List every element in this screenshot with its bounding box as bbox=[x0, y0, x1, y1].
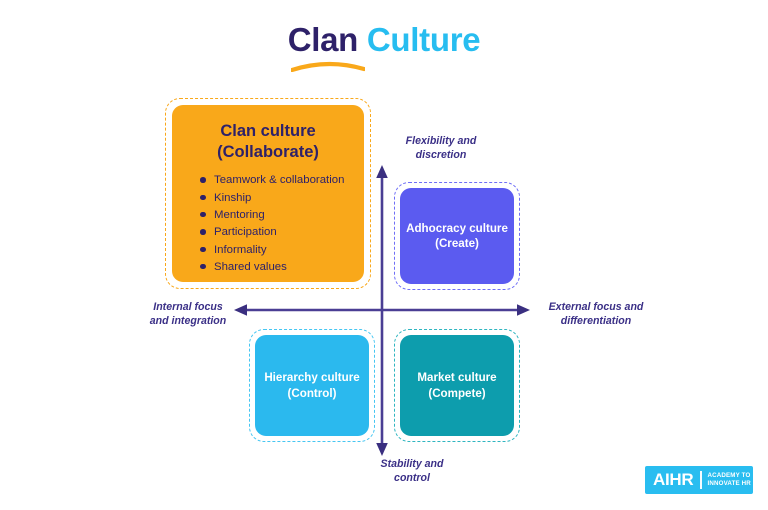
list-item: Teamwork & collaboration bbox=[200, 172, 344, 189]
adhocracy-culture-dashed-outline bbox=[394, 182, 520, 290]
axis-label-stability-and-control: Stability and control bbox=[352, 458, 472, 486]
title-underline-swoosh bbox=[290, 61, 365, 72]
bullet-dot-icon bbox=[200, 263, 206, 270]
market-culture-title-line2: (Compete) bbox=[428, 386, 486, 400]
list-item: Shared values bbox=[200, 259, 344, 276]
quadrant-market-culture[interactable]: Market culture (Compete) bbox=[400, 335, 514, 436]
axis-label-stability-line1: Stability and bbox=[380, 458, 444, 470]
aihr-logo: AIHR ACADEMY TO INNOVATE HR bbox=[645, 466, 753, 494]
list-item: Informality bbox=[200, 242, 344, 259]
page-title: Clan Culture bbox=[0, 21, 768, 72]
clan-culture-dashed-outline bbox=[165, 98, 371, 289]
page-title-word-culture: Culture bbox=[358, 21, 481, 58]
list-item: Mentoring bbox=[200, 207, 344, 224]
axis-label-external-line1: External focus and bbox=[548, 301, 644, 313]
axis-label-internal-line2: and integration bbox=[149, 314, 227, 327]
market-culture-dashed-outline bbox=[394, 329, 520, 442]
list-item: Participation bbox=[200, 224, 344, 241]
market-culture-title-line1: Market culture bbox=[417, 371, 497, 385]
aihr-logo-divider bbox=[700, 471, 702, 489]
quadrant-adhocracy-culture[interactable]: Adhocracy culture (Create) bbox=[400, 188, 514, 284]
axis-label-external-line2: differentiation bbox=[560, 314, 632, 327]
adhocracy-culture-label: Adhocracy culture (Create) bbox=[406, 221, 508, 252]
quadrant-hierarchy-culture[interactable]: Hierarchy culture (Control) bbox=[255, 335, 369, 436]
clan-culture-title-line2: (Collaborate) bbox=[217, 143, 319, 162]
bullet-dot-icon bbox=[200, 211, 206, 218]
hierarchy-culture-dashed-outline bbox=[249, 329, 375, 442]
list-item: Kinship bbox=[200, 190, 344, 207]
list-item-label: Participation bbox=[214, 226, 277, 239]
bullet-dot-icon bbox=[200, 229, 206, 235]
aihr-logo-tagline: ACADEMY TO INNOVATE HR bbox=[708, 472, 751, 489]
page-title-word-clan: Clan bbox=[287, 21, 359, 58]
list-item-label: Informality bbox=[214, 243, 267, 256]
hierarchy-culture-title-line2: (Control) bbox=[287, 386, 337, 400]
aihr-logo-tagline-line1: ACADEMY TO bbox=[707, 471, 751, 479]
adhocracy-culture-title-line2: (Create) bbox=[435, 237, 479, 250]
bullet-dot-icon bbox=[200, 194, 206, 201]
list-item-label: Mentoring bbox=[214, 208, 265, 221]
axis-label-stability-line2: control bbox=[394, 471, 430, 484]
hierarchy-culture-title-line1: Hierarchy culture bbox=[264, 371, 360, 385]
axis-label-flexibility-and-discretion: Flexibility and discretion bbox=[381, 135, 501, 163]
bullet-dot-icon bbox=[200, 246, 206, 253]
axis-label-flexibility-line2: discretion bbox=[415, 148, 467, 161]
list-item-label: Teamwork & collaboration bbox=[214, 174, 345, 187]
aihr-logo-mark: AIHR bbox=[653, 470, 694, 489]
axis-label-flexibility-line1: Flexibility and bbox=[405, 135, 477, 147]
quadrant-clan-culture[interactable]: Clan culture (Collaborate) Teamwork & co… bbox=[172, 105, 364, 282]
clan-culture-title-line1: Clan culture bbox=[220, 122, 316, 140]
axis-label-internal-focus: Internal focus and integration bbox=[133, 301, 243, 329]
bullet-dot-icon bbox=[200, 177, 206, 183]
market-culture-label: Market culture (Compete) bbox=[417, 370, 496, 401]
axis-label-internal-line1: Internal focus bbox=[153, 301, 223, 313]
list-item-label: Shared values bbox=[214, 260, 287, 273]
adhocracy-culture-title-line1: Adhocracy culture bbox=[406, 221, 508, 235]
list-item-label: Kinship bbox=[214, 191, 252, 204]
clan-culture-bullet-list: Teamwork & collaboration Kinship Mentori… bbox=[172, 172, 344, 276]
aihr-logo-tagline-line2: INNOVATE HR bbox=[707, 480, 751, 487]
hierarchy-culture-label: Hierarchy culture (Control) bbox=[264, 370, 359, 401]
axis-label-external-focus: External focus and differentiation bbox=[531, 301, 661, 329]
clan-culture-title: Clan culture (Collaborate) bbox=[217, 121, 319, 163]
horizontal-axis bbox=[234, 304, 530, 316]
